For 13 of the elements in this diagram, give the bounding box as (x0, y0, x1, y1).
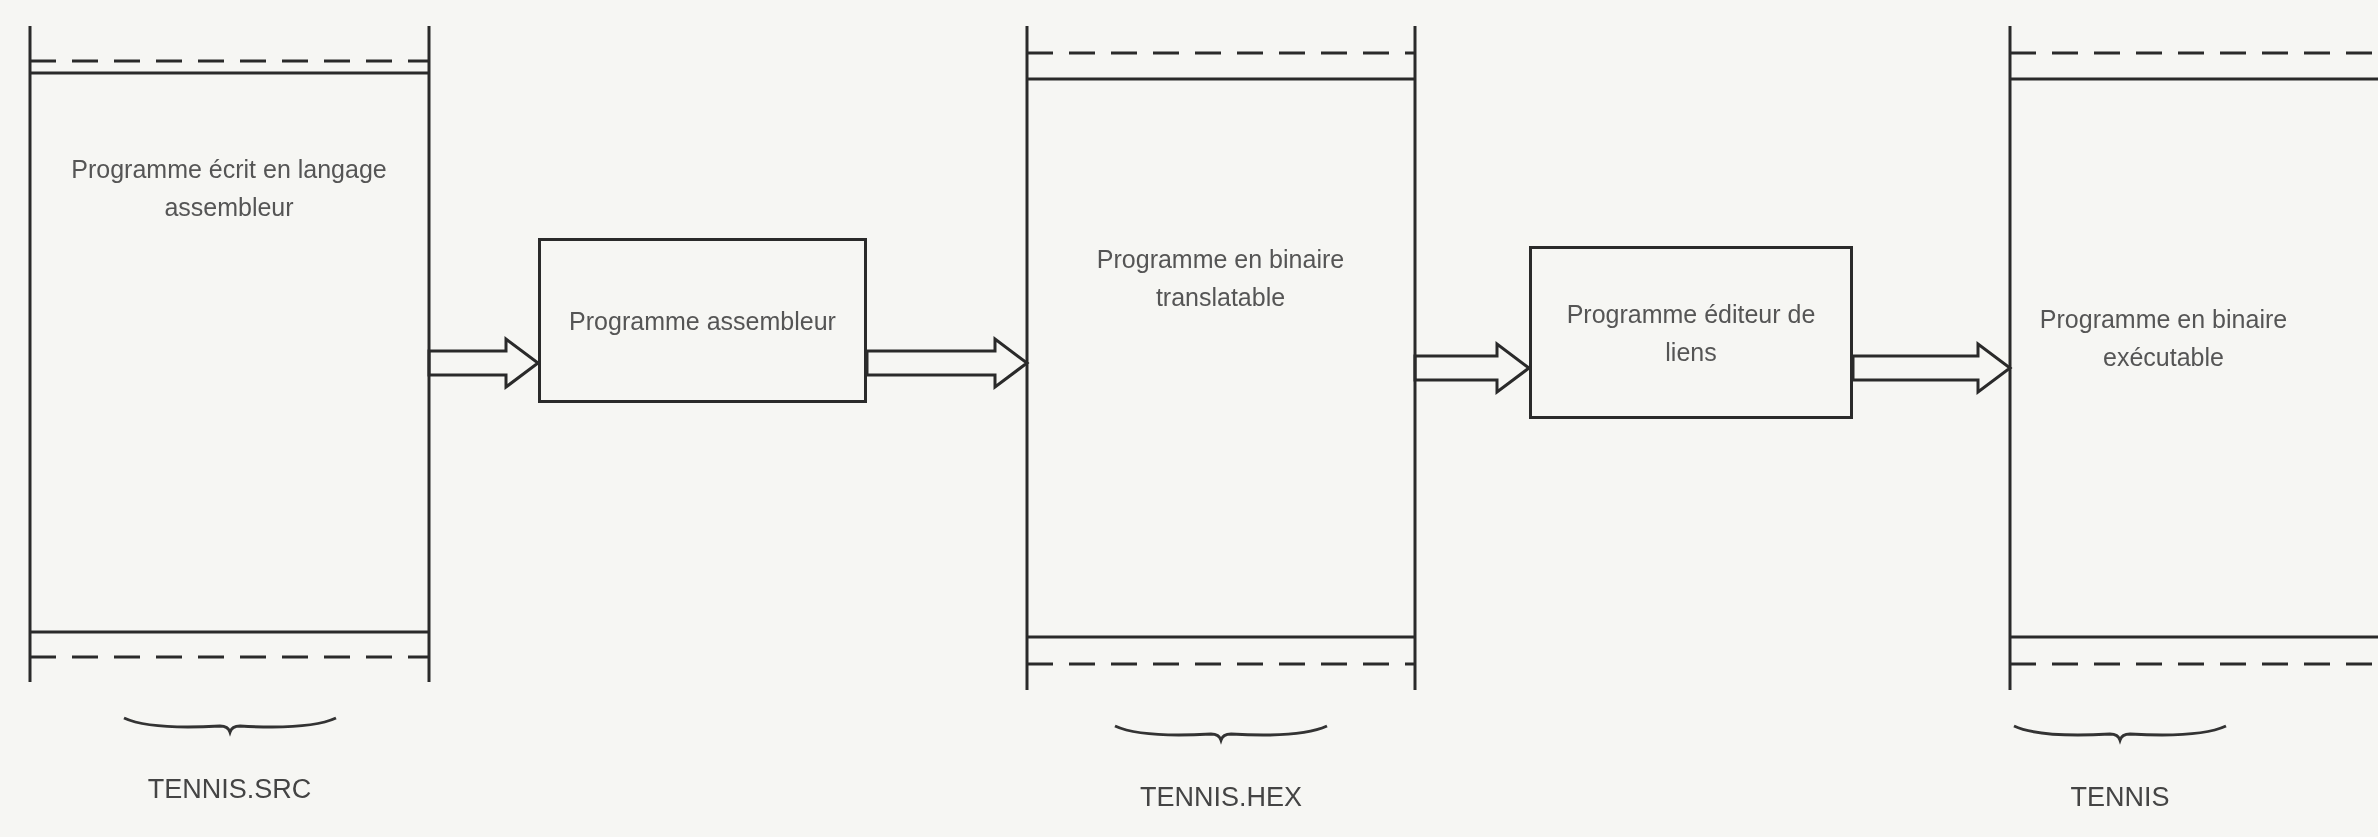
file-name: TENNIS.HEX (1140, 782, 1302, 813)
file-block (1025, 26, 1416, 690)
node-text: Programme en binaire exécutable (2038, 304, 2289, 373)
node-text: Programme éditeur de liens (1565, 298, 1817, 368)
file-name: TENNIS.SRC (147, 774, 312, 805)
node-text: Programme assembleur (568, 305, 837, 337)
node-text: Programme écrit en langage assembleur (70, 154, 388, 223)
file-name: TENNIS (2070, 782, 2170, 813)
file-block (28, 26, 430, 682)
node-text: Programme en binaire translatable (1095, 244, 1346, 313)
process-box (538, 238, 867, 403)
file-block (2008, 26, 2378, 690)
process-box (1529, 246, 1853, 419)
